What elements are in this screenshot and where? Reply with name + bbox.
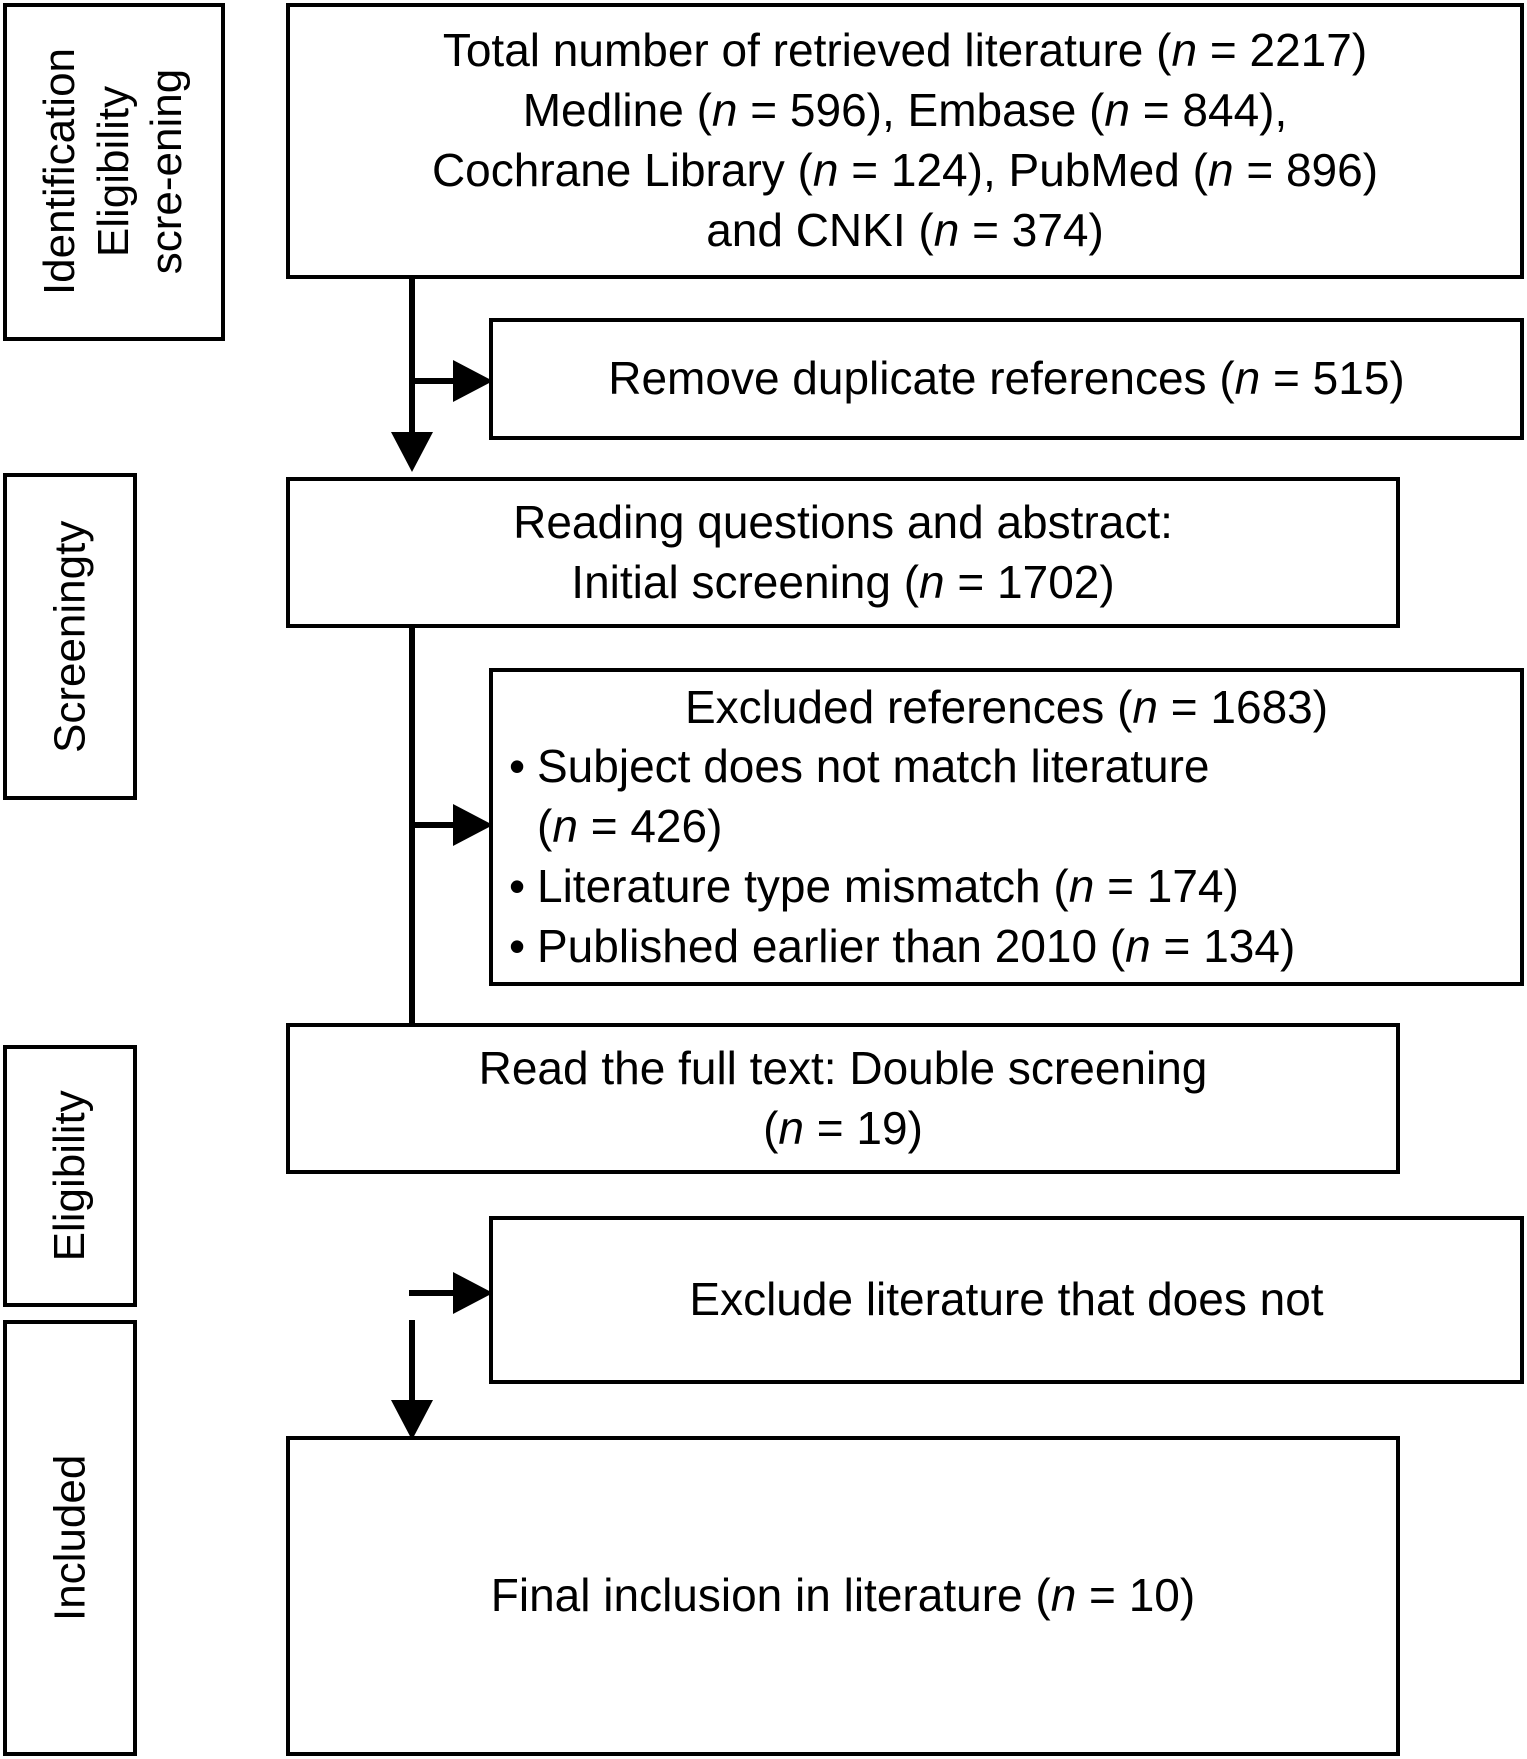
arrow-retrieved-to-screening <box>391 432 433 472</box>
excluded-references-list: Subject does not match literature (n = 4… <box>503 737 1510 976</box>
retrieved-line-4: and CNKI (n = 374) <box>706 203 1104 256</box>
box-remove-duplicates-text: Remove duplicate references (n = 515) <box>608 352 1405 405</box>
retrieved-line-1: Total number of retrieved literature (n … <box>442 24 1368 77</box>
box-exclude-not-meet-text: Exclude literature that does not <box>689 1273 1324 1326</box>
retrieved-line-2: Medline (n = 596), Embase (n = 844), <box>522 84 1288 137</box>
connector-branch-duplicates <box>409 378 475 384</box>
retrieved-line-3: Cochrane Library (n = 124), PubMed (n = … <box>431 144 1379 196</box>
box-remove-duplicates: Remove duplicate references (n = 515) <box>489 318 1524 440</box>
arrow-branch-excluded <box>453 804 493 846</box>
arrow-fulltext-to-final <box>391 1400 433 1440</box>
stage-label-included: Included <box>3 1320 137 1756</box>
connector-branch-exclude-not-meet <box>409 1290 475 1296</box>
box-final-inclusion-text: Final inclusion in literature (n = 10) <box>490 1569 1196 1622</box>
connector-screening-to-fulltext <box>409 628 415 1098</box>
list-item: Subject does not match literature (n = 4… <box>503 737 1510 857</box>
initial-screening-line-1: Reading questions and abstract: <box>513 495 1173 548</box>
stage-label-eligibility-text: Eligibility <box>45 1090 95 1262</box>
connector-fulltext-to-final <box>409 1320 415 1404</box>
initial-screening-line-2: Initial screening (n = 1702) <box>571 555 1115 608</box>
box-initial-screening: Reading questions and abstract: Initial … <box>286 477 1400 628</box>
arrow-branch-exclude-not-meet <box>453 1272 493 1314</box>
connector-retrieved-to-screening <box>409 276 415 434</box>
box-read-full-text: Read the full text: Double screening (n … <box>286 1023 1400 1174</box>
arrow-branch-duplicates <box>453 360 493 402</box>
box-retrieved-literature-text: Total number of retrieved literature (n … <box>290 21 1520 260</box>
list-item: Published earlier than 2010 (n = 134) <box>503 917 1510 977</box>
box-final-inclusion: Final inclusion in literature (n = 10) <box>286 1436 1400 1756</box>
box-excluded-references: Excluded references (n = 1683) Subject d… <box>489 668 1524 986</box>
box-retrieved-literature: Total number of retrieved literature (n … <box>286 3 1524 279</box>
stage-label-screening-text: Screeningty <box>45 520 95 753</box>
box-initial-screening-text: Reading questions and abstract: Initial … <box>290 493 1396 613</box>
box-excluded-references-text: Excluded references (n = 1683) Subject d… <box>493 678 1520 977</box>
stage-label-included-text: Included <box>45 1454 95 1622</box>
connector-branch-excluded <box>409 822 475 828</box>
full-text-line-1: Read the full text: Double screening <box>478 1041 1208 1094</box>
list-item: Literature type mismatch (n = 174) <box>503 857 1510 917</box>
full-text-line-2: (n = 19) <box>763 1101 923 1154</box>
stage-label-screening: Screeningty <box>3 473 137 800</box>
stage-label-identification-text: Identification Eligibility scre-ening <box>35 48 192 296</box>
stage-label-eligibility: Eligibility <box>3 1045 137 1307</box>
stage-label-identification: Identification Eligibility scre-ening <box>3 3 225 341</box>
excluded-references-title: Excluded references (n = 1683) <box>684 680 1329 733</box>
box-read-full-text-text: Read the full text: Double screening (n … <box>290 1039 1396 1159</box>
box-exclude-not-meet: Exclude literature that does not <box>489 1216 1524 1384</box>
